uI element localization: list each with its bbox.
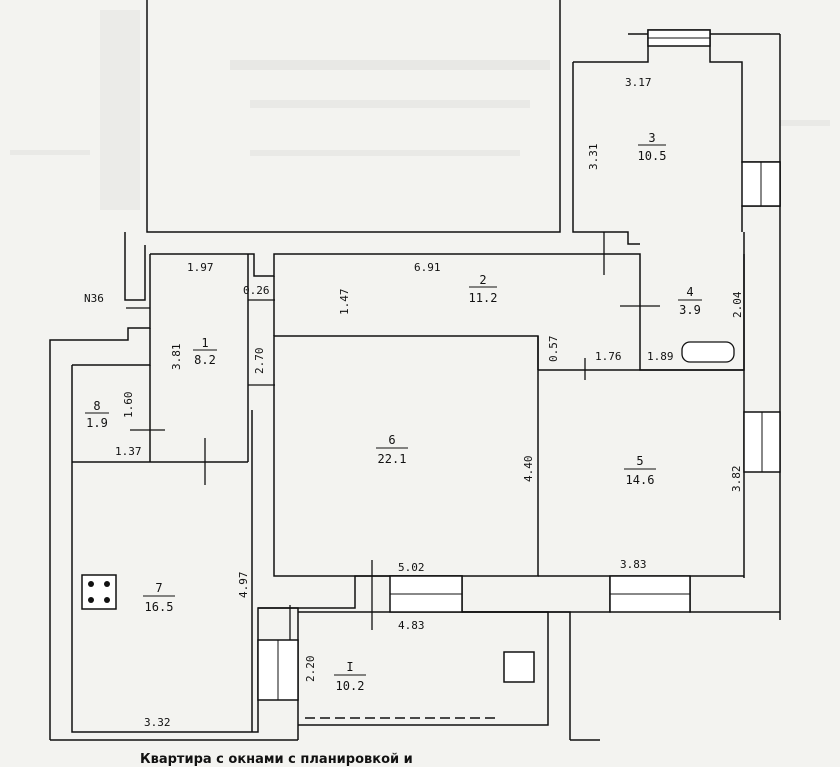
- dimension-label: 4.40: [522, 456, 535, 483]
- dimension-label: 3.81: [170, 344, 183, 371]
- room-area: 3.9: [679, 303, 701, 317]
- room-area: 10.2: [336, 679, 365, 693]
- bathtub-icon: [681, 341, 735, 363]
- room-number: 2: [479, 273, 486, 287]
- room-number: 1: [201, 336, 208, 350]
- window: [609, 575, 691, 613]
- dimension-label: 3.83: [620, 558, 647, 571]
- room-area: 14.6: [626, 473, 655, 487]
- room-label-6: 6 22.1: [376, 433, 408, 466]
- dimension-label: 1.47: [338, 289, 351, 316]
- room-number: 7: [155, 581, 162, 595]
- dimension-label: 1.37: [115, 445, 142, 458]
- room-number: I: [346, 660, 353, 674]
- room-label-3: 3 10.5: [638, 131, 667, 163]
- room-number: 5: [636, 454, 643, 468]
- dimension-labels: 3.17 3.31 1.97 6.91 0.26 1.47 3.81 2.70 …: [115, 76, 744, 729]
- room-area: 10.5: [638, 149, 667, 163]
- room-area: 11.2: [469, 291, 498, 305]
- dimension-label: 1.89: [647, 350, 674, 363]
- entry-notch: [124, 232, 146, 301]
- window: [743, 411, 781, 473]
- dimension-label: 1.76: [595, 350, 622, 363]
- dimension-label: 3.17: [625, 76, 652, 89]
- dimension-label: 2.20: [304, 656, 317, 683]
- left-outer-wall: [49, 254, 151, 460]
- room-label-1: 1 8.2: [193, 336, 217, 367]
- room-3-left-wall: [572, 62, 640, 245]
- caption-text: Квартира с окнами с планировкой и: [140, 752, 413, 767]
- fixture-icon: [503, 651, 535, 683]
- room-label-8: 8 1.9: [85, 399, 109, 430]
- dimension-label: 0.26: [243, 284, 270, 297]
- stove-icon: [81, 574, 117, 610]
- dimension-label: 1.97: [187, 261, 214, 274]
- room-number: 8: [93, 399, 100, 413]
- window: [389, 575, 463, 613]
- room-number: 6: [388, 433, 395, 447]
- plan-label: N36: [84, 292, 104, 305]
- dimension-label: 3.32: [144, 716, 171, 729]
- room-label-5: 5 14.6: [624, 454, 656, 487]
- dimension-label: 2.04: [731, 291, 744, 318]
- dimension-label: 4.97: [237, 572, 250, 599]
- window: [741, 161, 781, 207]
- dimension-label: 2.70: [253, 348, 266, 375]
- dimension-label: 0.57: [547, 336, 560, 363]
- dimension-label: 5.02: [398, 561, 425, 574]
- dimension-label: 4.83: [398, 619, 425, 632]
- room-area: 8.2: [194, 353, 216, 367]
- window: [647, 29, 711, 47]
- bottom-right-wall: [689, 576, 780, 613]
- room-label-7: 7 16.5: [143, 581, 175, 614]
- room-number: 3: [648, 131, 655, 145]
- dimension-label: 6.91: [414, 261, 441, 274]
- room-8-top: [72, 328, 151, 366]
- room-area: 22.1: [378, 452, 407, 466]
- scan-noise: [10, 10, 830, 210]
- room-label-4: 4 3.9: [678, 285, 702, 317]
- room-label-I: I 10.2: [334, 660, 366, 693]
- room-number: 4: [686, 285, 693, 299]
- dimension-label: 3.31: [587, 144, 600, 171]
- windows: [257, 29, 781, 701]
- room-label-2: 2 11.2: [469, 273, 498, 305]
- upper-left-wall: [146, 0, 561, 233]
- room-area: 1.9: [86, 416, 108, 430]
- doors: [126, 232, 660, 640]
- dimension-label: 1.60: [122, 392, 135, 419]
- room-area: 16.5: [145, 600, 174, 614]
- window: [257, 639, 299, 701]
- dimension-label: 3.82: [730, 466, 743, 493]
